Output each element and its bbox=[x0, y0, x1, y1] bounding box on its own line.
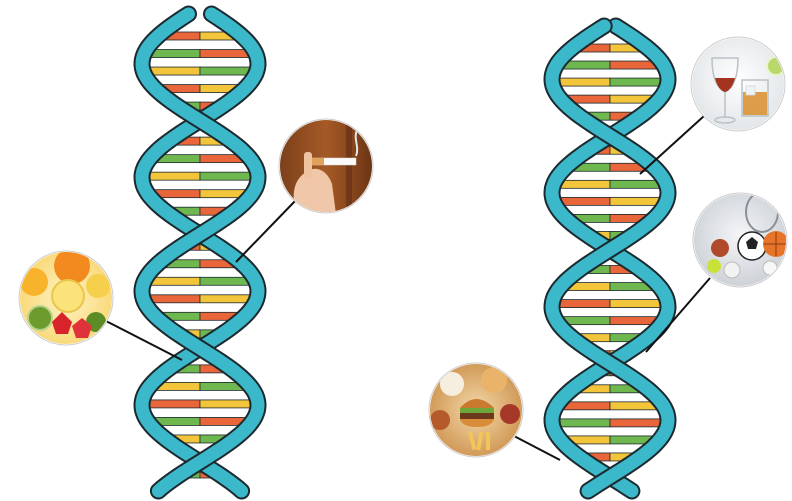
sports-balls-photo-icon bbox=[692, 192, 789, 288]
fast-food-photo-icon bbox=[428, 362, 524, 458]
right-dna-helix bbox=[552, 26, 668, 491]
cigarette-photo-icon bbox=[278, 118, 374, 214]
fruit-photo-icon bbox=[18, 248, 114, 346]
alcohol-connector-line bbox=[640, 116, 704, 174]
alcohol-glasses-photo-icon bbox=[690, 36, 786, 132]
left-dna-helix bbox=[142, 14, 258, 491]
